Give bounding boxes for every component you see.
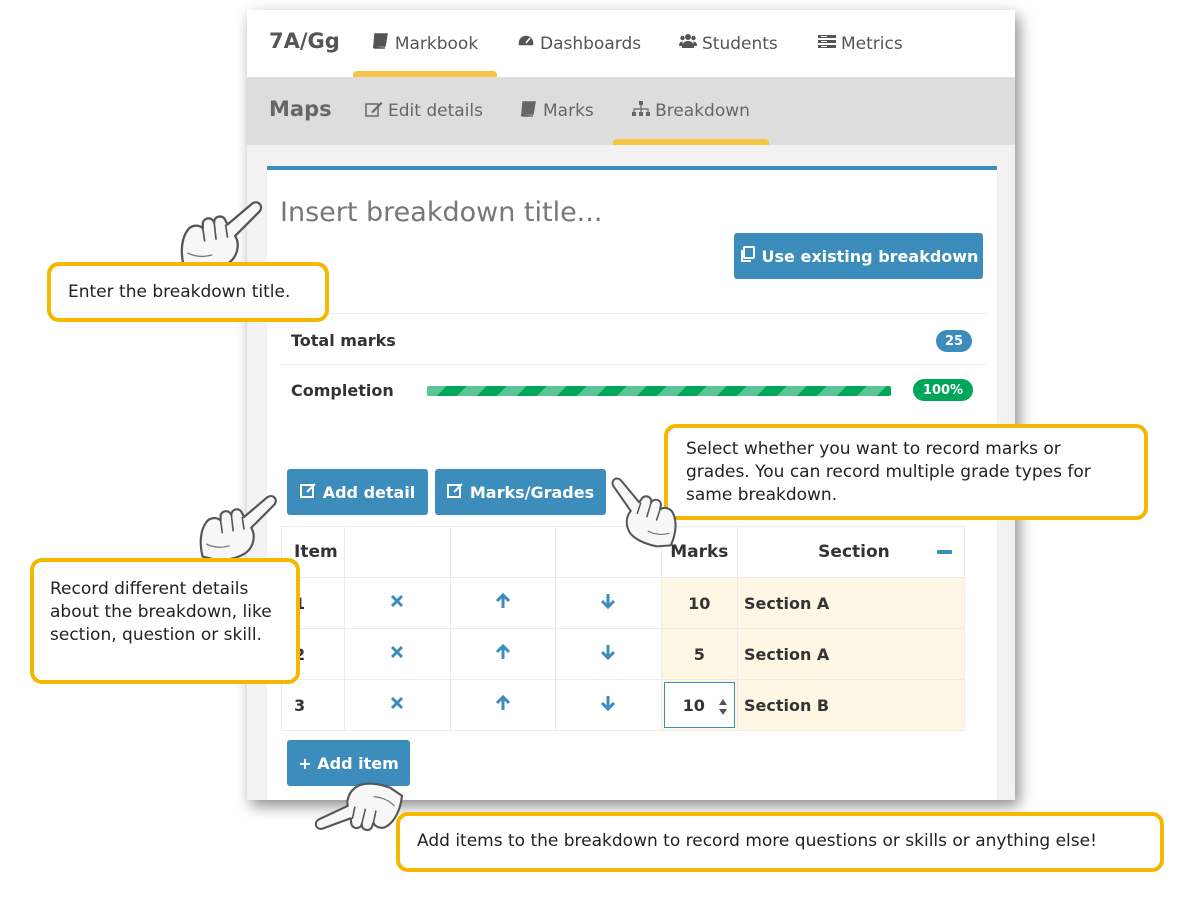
marks-cell[interactable]: 5 — [660, 628, 738, 680]
use-existing-breakdown-button[interactable]: Use existing breakdown — [734, 233, 983, 279]
section-column-header: Section — [736, 526, 966, 578]
arrow-up-icon — [495, 694, 511, 715]
arrow-down-icon — [600, 645, 616, 664]
pointing-hand-icon — [170, 196, 266, 272]
completion-progress-fill — [427, 386, 891, 396]
section-column-label: Section — [818, 542, 890, 562]
app-window: 7A/Gg Markbook Dashboards Students Metri… — [247, 10, 1015, 800]
close-icon — [389, 594, 405, 613]
add-item-label: + Add item — [298, 753, 399, 773]
marks-grades-button[interactable]: Marks/Grades — [435, 469, 606, 515]
nav-students[interactable]: Students — [679, 10, 778, 77]
nav-students-label: Students — [702, 33, 778, 54]
use-existing-breakdown-label: Use existing breakdown — [761, 246, 979, 266]
marks-column-header: Marks — [660, 526, 738, 578]
close-icon — [389, 645, 405, 664]
sub-nav: Maps Edit details Marks Breakdown — [247, 77, 1015, 145]
spinner-arrows-icon[interactable] — [718, 696, 728, 718]
empty-header — [449, 526, 557, 578]
marks-number-input[interactable]: 10 — [663, 682, 735, 728]
table-row: 2 5 Section A — [280, 628, 966, 680]
breakdown-table: Item Marks Section 1 10 — [280, 526, 966, 731]
edit-icon — [446, 482, 464, 503]
marks-grades-label: Marks/Grades — [469, 482, 595, 502]
book-icon — [372, 33, 390, 54]
completion-label: Completion — [291, 381, 394, 400]
arrow-up-icon — [495, 643, 511, 664]
callout-title-text: Enter the breakdown title. — [68, 282, 291, 302]
delete-row-button[interactable] — [344, 577, 451, 629]
map-brand[interactable]: Maps — [269, 97, 332, 121]
tab-breakdown-label: Breakdown — [655, 101, 750, 121]
move-up-button[interactable] — [449, 628, 557, 680]
callout-marks-grades: Select whether you want to record marks … — [664, 424, 1148, 520]
section-cell[interactable]: Section B — [736, 679, 966, 731]
tab-edit-details-label: Edit details — [388, 101, 483, 121]
nav-dashboards[interactable]: Dashboards — [517, 10, 641, 77]
callout-details: Record different details about the break… — [30, 558, 300, 684]
dashboard-icon — [517, 33, 535, 54]
divider — [280, 313, 986, 314]
move-down-button[interactable] — [555, 577, 662, 629]
pointing-hand-icon — [598, 467, 694, 556]
book-icon — [520, 100, 538, 122]
move-up-button[interactable] — [449, 577, 557, 629]
callout-add-items-text: Add items to the breakdown to record mor… — [417, 831, 1097, 851]
class-brand[interactable]: 7A/Gg — [269, 29, 340, 53]
copy-icon — [739, 245, 756, 267]
table-row: 3 10 Section B — [280, 679, 966, 731]
delete-row-button[interactable] — [344, 679, 451, 731]
divider — [280, 364, 986, 365]
table-row: 1 10 Section A — [280, 577, 966, 629]
add-detail-label: Add detail — [322, 482, 416, 502]
marks-cell[interactable]: 10 — [660, 679, 738, 731]
nav-metrics[interactable]: Metrics — [818, 10, 903, 77]
close-icon — [389, 696, 405, 715]
nav-dashboards-label: Dashboards — [540, 33, 642, 54]
delete-row-button[interactable] — [344, 628, 451, 680]
total-marks-label: Total marks — [291, 331, 396, 350]
edit-icon — [365, 101, 383, 122]
callout-add-items: Add items to the breakdown to record mor… — [396, 812, 1164, 872]
breakdown-title-input[interactable] — [280, 192, 880, 232]
remove-detail-icon[interactable] — [937, 550, 952, 554]
arrow-up-icon — [495, 592, 511, 613]
nav-markbook[interactable]: Markbook — [353, 10, 497, 77]
tab-marks-label: Marks — [543, 101, 594, 121]
move-down-button[interactable] — [555, 679, 662, 731]
sitemap-icon — [632, 100, 651, 122]
section-cell[interactable]: Section A — [736, 577, 966, 629]
table-header-row: Item Marks Section — [280, 526, 966, 578]
tab-edit-details[interactable]: Edit details — [365, 77, 483, 145]
add-item-button[interactable]: + Add item — [287, 740, 410, 786]
marks-input-value: 10 — [682, 695, 705, 715]
arrow-down-icon — [600, 696, 616, 715]
nav-markbook-label: Markbook — [394, 33, 479, 54]
users-icon — [679, 33, 697, 54]
top-nav: 7A/Gg Markbook Dashboards Students Metri… — [247, 10, 1015, 77]
move-up-button[interactable] — [449, 679, 557, 731]
marks-cell[interactable]: 10 — [660, 577, 738, 629]
arrow-down-icon — [600, 594, 616, 613]
completion-progress-bar — [427, 386, 891, 396]
tab-marks[interactable]: Marks — [520, 77, 594, 145]
edit-icon — [299, 482, 317, 503]
item-number: 3 — [280, 679, 346, 731]
breakdown-card: Use existing breakdown Total marks 25 Co… — [267, 166, 997, 800]
callout-details-text: Record different details about the break… — [50, 579, 272, 645]
callout-marks-grades-text: Select whether you want to record marks … — [686, 439, 1091, 505]
section-cell[interactable]: Section A — [736, 628, 966, 680]
tab-breakdown[interactable]: Breakdown — [613, 77, 769, 145]
nav-metrics-label: Metrics — [841, 33, 903, 54]
pointing-hand-icon — [190, 488, 280, 564]
empty-header — [344, 526, 451, 578]
move-down-button[interactable] — [555, 628, 662, 680]
add-detail-button[interactable]: Add detail — [287, 469, 428, 515]
list-icon — [818, 33, 836, 54]
total-marks-badge: 25 — [936, 330, 972, 352]
callout-title: Enter the breakdown title. — [47, 262, 329, 322]
completion-badge: 100% — [913, 379, 973, 401]
